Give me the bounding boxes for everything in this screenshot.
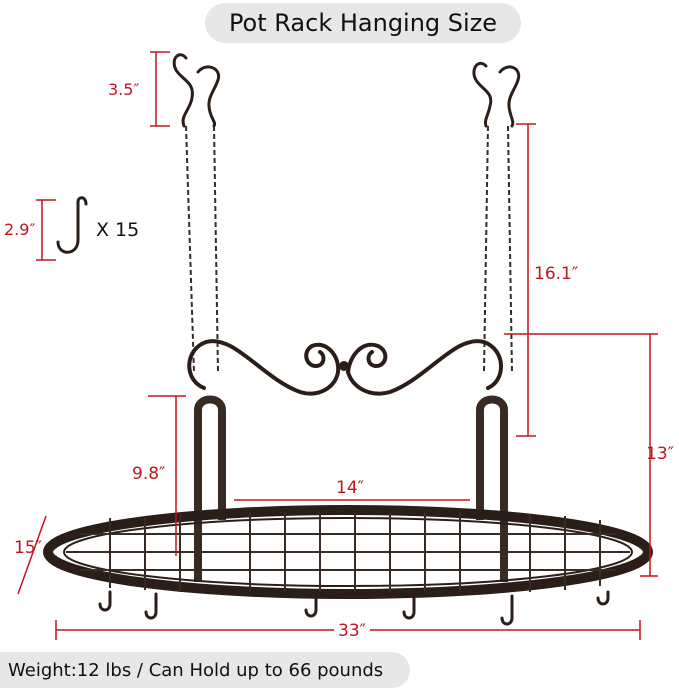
side-height-label: 9.8″ xyxy=(132,464,166,484)
side-arches xyxy=(194,395,508,582)
oval-frame xyxy=(43,505,653,599)
grid-bars xyxy=(66,512,630,592)
chains xyxy=(185,125,513,373)
s-hook-icon xyxy=(56,196,88,254)
scroll-decoration xyxy=(187,339,503,396)
top-hooks xyxy=(172,53,521,128)
inner-width-label: 14″ xyxy=(336,478,364,498)
total-height-label: 13″ xyxy=(646,444,674,464)
s-hook-height-label: 2.9″ xyxy=(4,220,36,239)
weight-capacity-caption: Weight:12 lbs / Can Hold up to 66 pounds xyxy=(0,652,410,688)
dimension-lines xyxy=(17,51,658,640)
chain-length-label: 16.1″ xyxy=(534,264,579,284)
hook-count-label: X 15 xyxy=(96,219,140,241)
pot-hooks xyxy=(98,590,610,626)
depth-label: 15″ xyxy=(14,538,42,558)
length-label: 33″ xyxy=(334,621,370,641)
hook-height-label: 3.5″ xyxy=(108,80,140,99)
page-title: Pot Rack Hanging Size xyxy=(205,3,521,43)
